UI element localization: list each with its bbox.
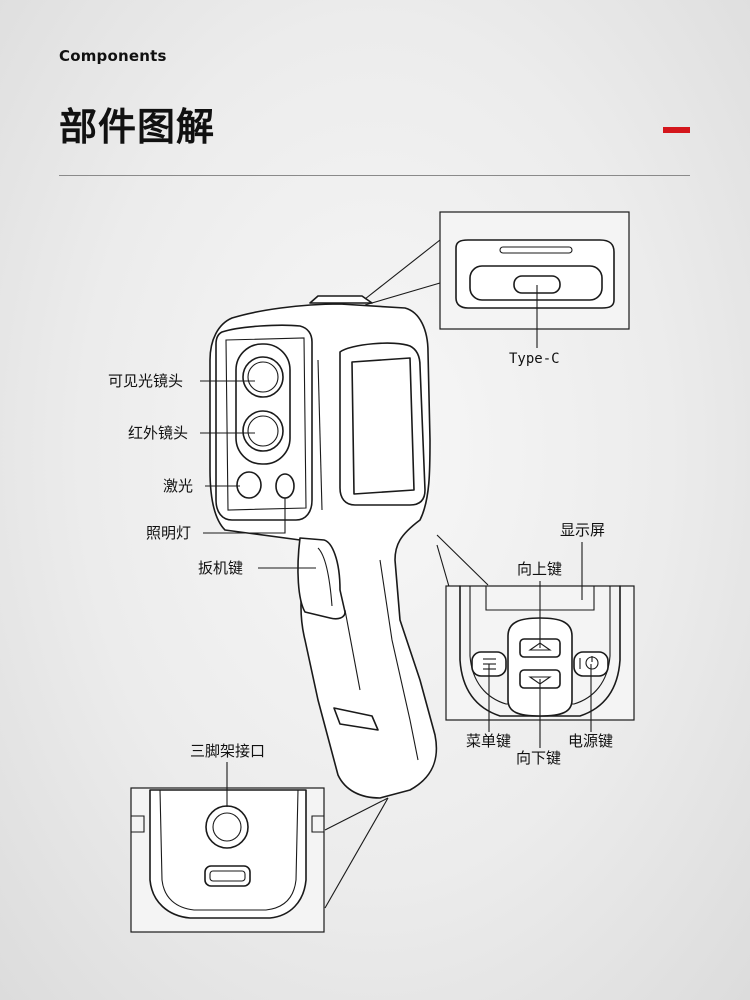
control-panel-inset: 显示屏 向上键 菜单键 电源键 向下键 (436, 521, 635, 767)
tripod-inset: 三脚架接口 (130, 742, 389, 933)
visible-light-lens (242, 356, 284, 398)
laser-emitter (236, 471, 262, 499)
front-face (215, 324, 313, 521)
label-display: 显示屏 (560, 521, 605, 539)
label-menu-key: 菜单键 (466, 732, 511, 750)
lens-housing (235, 343, 291, 465)
tripod-mount (205, 805, 249, 849)
illumination-light (275, 473, 295, 499)
label-up-key: 向上键 (517, 560, 562, 578)
label-trigger: 扳机键 (198, 559, 243, 577)
label-power-key: 电源键 (568, 732, 613, 750)
accent-bar (663, 127, 690, 133)
label-type-c: Type-C (509, 351, 560, 367)
handle-badge (333, 707, 379, 731)
left-callouts: 可见光镜头 红外镜头 激光 照明灯 扳机键 (108, 372, 316, 577)
header-divider (59, 175, 690, 176)
infrared-lens (242, 410, 284, 452)
label-laser: 激光 (163, 477, 193, 495)
label-light: 照明灯 (146, 524, 191, 542)
trigger-button (297, 537, 346, 620)
top-port-cover (309, 295, 373, 304)
label-visible-lens: 可见光镜头 (108, 372, 183, 390)
label-tripod: 三脚架接口 (190, 742, 265, 760)
type-c-inset: Type-C (364, 211, 630, 367)
display-screen (351, 357, 415, 495)
label-down-key: 向下键 (516, 749, 561, 767)
label-ir-lens: 红外镜头 (128, 424, 188, 442)
page-title: 部件图解 (59, 105, 216, 149)
section-eyebrow: Components (59, 47, 167, 65)
device-illustration (209, 295, 438, 799)
